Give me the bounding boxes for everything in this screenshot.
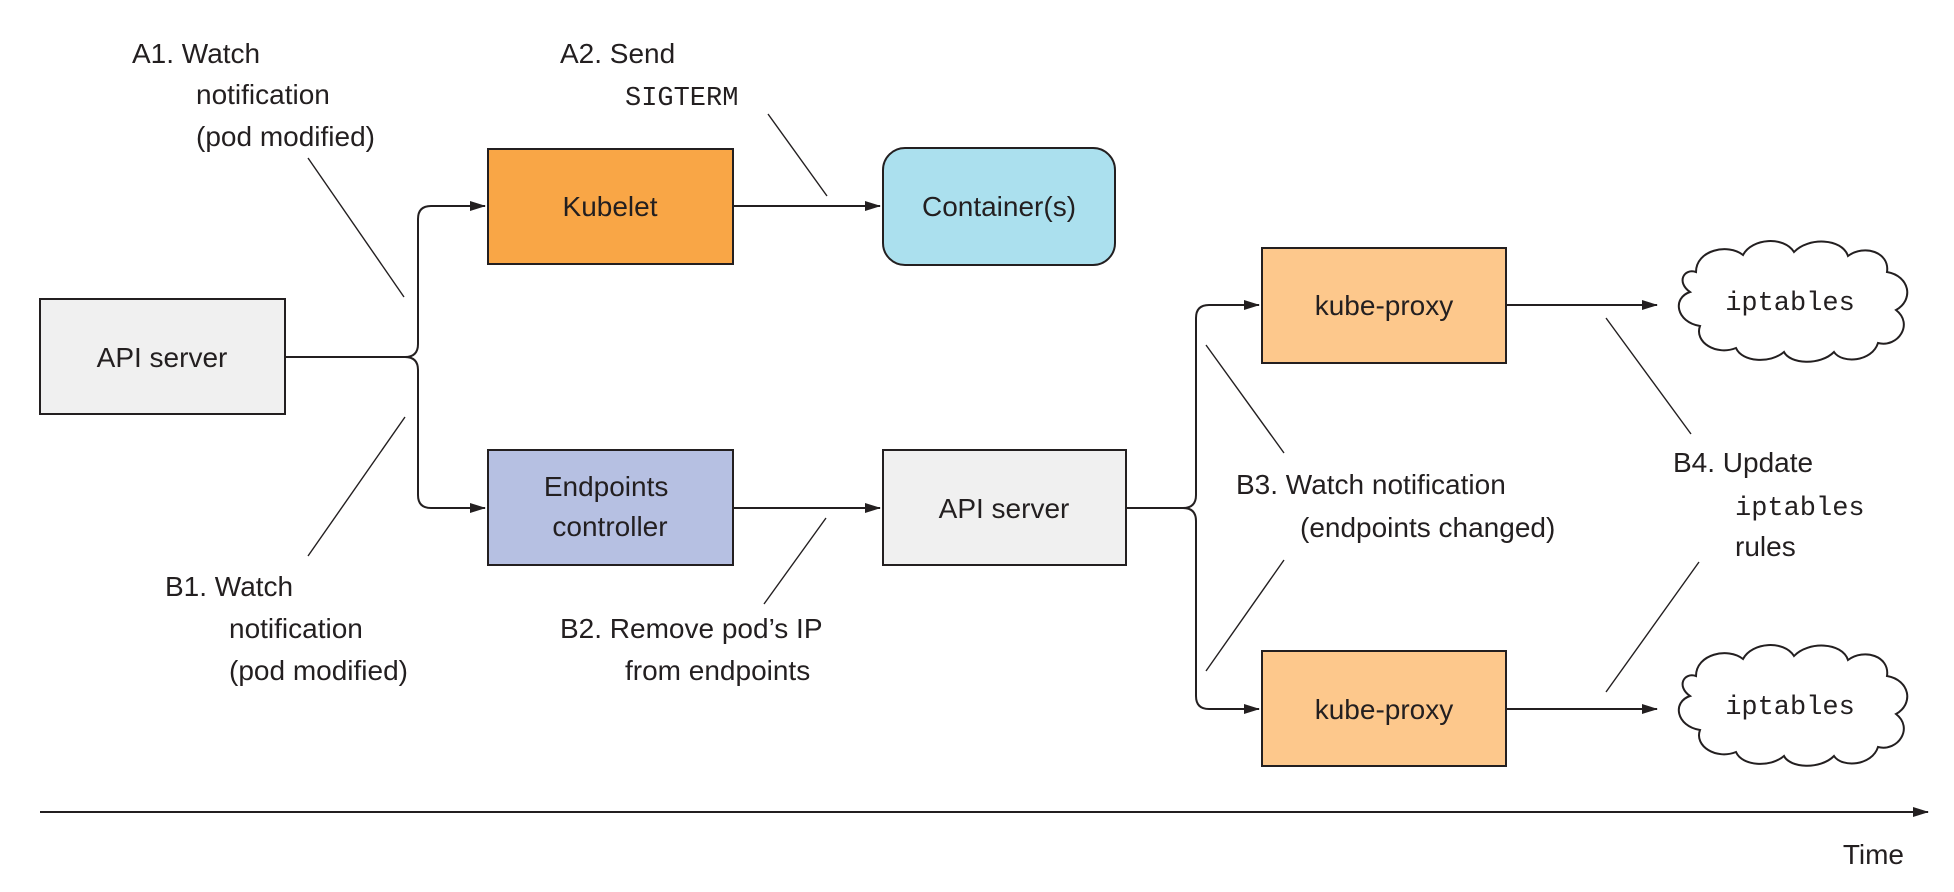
node-kubelet: Kubelet: [487, 148, 734, 265]
iptables-top-cloud: [1677, 240, 1909, 363]
iptables-top-label: iptables: [1725, 289, 1855, 319]
label-b1: B1. Watch notification (pod modified): [165, 571, 408, 686]
label-b4-line-3: rules: [1735, 531, 1796, 562]
leader-b3-bottom: [1205, 559, 1285, 672]
leader-b4-bottom: [1605, 561, 1700, 693]
label-a2-line-2: SIGTERM: [625, 84, 738, 114]
time-axis: Time: [40, 807, 1929, 870]
api-server-left-box: [39, 298, 286, 415]
leader-a1: [307, 157, 405, 298]
connector-branch-to-kube-proxy-top: [1182, 300, 1260, 509]
kube-proxy-top-label: kube-proxy: [1315, 290, 1454, 321]
leader-b2: [763, 517, 827, 605]
iptables-bottom-cloud: [1677, 644, 1909, 767]
node-iptables-top: iptables: [1677, 240, 1909, 363]
label-b1-line-2: notification: [229, 613, 363, 644]
connectors: [285, 201, 1658, 714]
label-a2: A2. Send SIGTERM: [560, 38, 738, 114]
time-axis-label: Time: [1843, 839, 1904, 870]
label-a1-line-1: A1. Watch: [132, 38, 260, 69]
label-a1: A1. Watch notification (pod modified): [132, 38, 375, 152]
containers-box: [882, 147, 1116, 266]
label-b2-line-2: from endpoints: [625, 655, 810, 686]
node-endpoints-controller: Endpoints controller: [487, 449, 734, 566]
containers-label: Container(s): [922, 191, 1076, 222]
label-b3-line-2: (endpoints changed): [1300, 512, 1555, 543]
api-server-mid-label: API server: [939, 493, 1070, 524]
connector-branch-to-kubelet: [404, 201, 486, 358]
leader-lines: [307, 113, 1700, 693]
leader-b3-top: [1205, 344, 1285, 454]
connector-branch-to-kube-proxy-bottom: [1182, 507, 1260, 714]
label-a1-line-2: notification: [196, 79, 330, 110]
label-a2-line-1: A2. Send: [560, 38, 675, 69]
leader-b1: [307, 416, 406, 557]
leader-a2: [767, 113, 828, 197]
kube-proxy-bottom-box: [1261, 650, 1507, 767]
node-kube-proxy-top: kube-proxy: [1261, 247, 1507, 364]
label-b2-line-1: B2. Remove pod’s IP: [560, 613, 822, 644]
label-b4: B4. Update iptables rules: [1673, 447, 1865, 562]
node-api-server-mid: API server: [882, 449, 1127, 566]
endpoints-controller-label-line-1: Endpoints: [544, 471, 669, 502]
label-b3-line-1: B3. Watch notification: [1236, 469, 1506, 500]
node-containers: Container(s): [882, 147, 1116, 266]
node-api-server-left: API server: [39, 298, 286, 415]
endpoints-controller-label-line-2: controller: [552, 511, 667, 542]
node-kube-proxy-bottom: kube-proxy: [1261, 650, 1507, 767]
kubelet-box: [487, 148, 734, 265]
label-b1-line-3: (pod modified): [229, 655, 408, 686]
connector-branch-to-endpoints-controller: [404, 356, 486, 513]
kube-proxy-top-box: [1261, 247, 1507, 364]
endpoints-controller-label: Endpoints controller: [544, 471, 676, 542]
api-server-left-label: API server: [97, 342, 228, 373]
label-b4-line-1: B4. Update: [1673, 447, 1813, 478]
label-b3: B3. Watch notification (endpoints change…: [1236, 469, 1555, 543]
iptables-bottom-label: iptables: [1725, 693, 1855, 723]
label-a1-line-3: (pod modified): [196, 121, 375, 152]
kube-proxy-bottom-label: kube-proxy: [1315, 694, 1454, 725]
node-iptables-bottom: iptables: [1677, 644, 1909, 767]
endpoints-controller-box: [487, 449, 734, 566]
api-server-mid-box: [882, 449, 1127, 566]
label-b1-line-1: B1. Watch: [165, 571, 293, 602]
leader-b4-top: [1605, 317, 1692, 435]
kubelet-label: Kubelet: [563, 191, 658, 222]
label-b4-line-2: iptables: [1735, 494, 1865, 524]
label-b2: B2. Remove pod’s IP from endpoints: [560, 613, 830, 686]
